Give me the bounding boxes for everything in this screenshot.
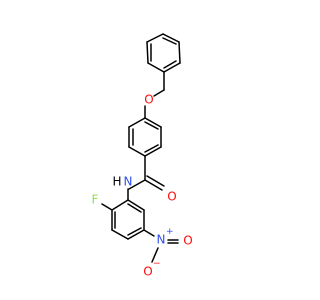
bond [144, 146, 162, 157]
amide-hydrogen-label: H [112, 175, 121, 189]
bond [128, 146, 146, 157]
bond-carbonyl-n [128, 179, 146, 190]
benzoyl-ring [128, 117, 162, 157]
bond [111, 229, 129, 240]
bond [146, 33, 164, 43]
bond-double [127, 227, 142, 236]
nitro-nitrogen-label: N [157, 233, 166, 247]
bond-carbonyl-double [146, 175, 165, 187]
bond [147, 62, 165, 73]
bond [162, 33, 180, 43]
benzyl-ring [146, 33, 181, 73]
nitrophenyl-ring [111, 199, 145, 240]
nitro-oxygen-right-label: O [183, 234, 192, 248]
ether-oxygen-label: O [144, 93, 153, 107]
bond-double [162, 37, 177, 45]
bond [178, 41, 181, 64]
bond [127, 199, 145, 211]
molecule-canvas: O O H N [92, 33, 193, 279]
structure-diagram: O O H N [92, 33, 193, 279]
bond [144, 117, 162, 128]
bond [163, 62, 181, 73]
bond-double [127, 203, 142, 213]
bond-c-f [101, 203, 113, 211]
nitro-nitrogen-charge: + [166, 227, 174, 237]
nitro-oxygen-left-charge: − [153, 259, 161, 269]
bond-double [144, 144, 159, 153]
amide-nitrogen-label: N [124, 175, 133, 189]
nitro-oxygen-left-label: O [143, 265, 152, 279]
bond [146, 41, 149, 64]
bond [127, 229, 145, 240]
bond-n-o-single [151, 247, 159, 263]
bond [111, 199, 129, 211]
bond-c-no2 [143, 229, 155, 237]
fluorine-label: F [92, 193, 99, 207]
bond-carbonyl [144, 179, 163, 191]
bond-double [163, 60, 177, 69]
bond-double [144, 121, 159, 130]
bond-ch2-o [153, 89, 165, 97]
bond [128, 117, 146, 128]
carbonyl-oxygen-label: O [167, 190, 176, 204]
